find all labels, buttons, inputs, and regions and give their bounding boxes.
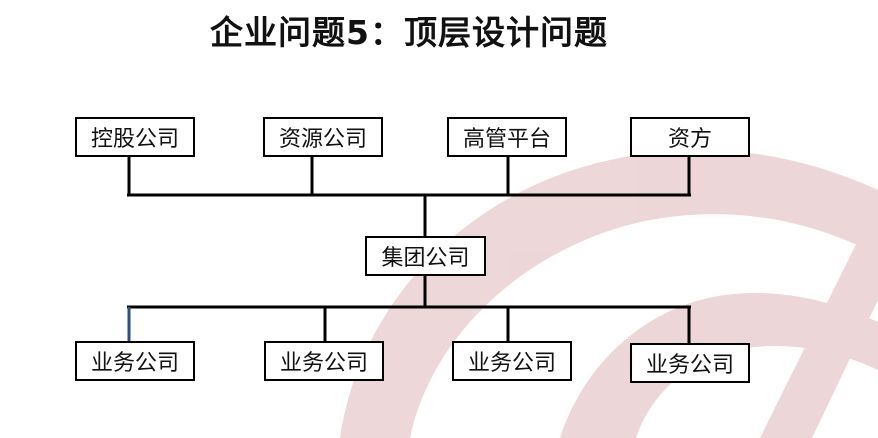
- node-resource-company: 资源公司: [263, 117, 383, 157]
- node-holding-company: 控股公司: [75, 117, 195, 157]
- node-executive-platform: 高管平台: [447, 117, 567, 157]
- node-business-company-1: 业务公司: [75, 341, 195, 381]
- node-business-company-2: 业务公司: [264, 341, 384, 381]
- node-business-company-4: 业务公司: [630, 343, 750, 383]
- node-group-company: 集团公司: [365, 236, 486, 276]
- node-business-company-3: 业务公司: [452, 341, 572, 381]
- node-investor: 资方: [630, 117, 750, 157]
- page-title: 企业问题5：顶层设计问题: [210, 13, 608, 52]
